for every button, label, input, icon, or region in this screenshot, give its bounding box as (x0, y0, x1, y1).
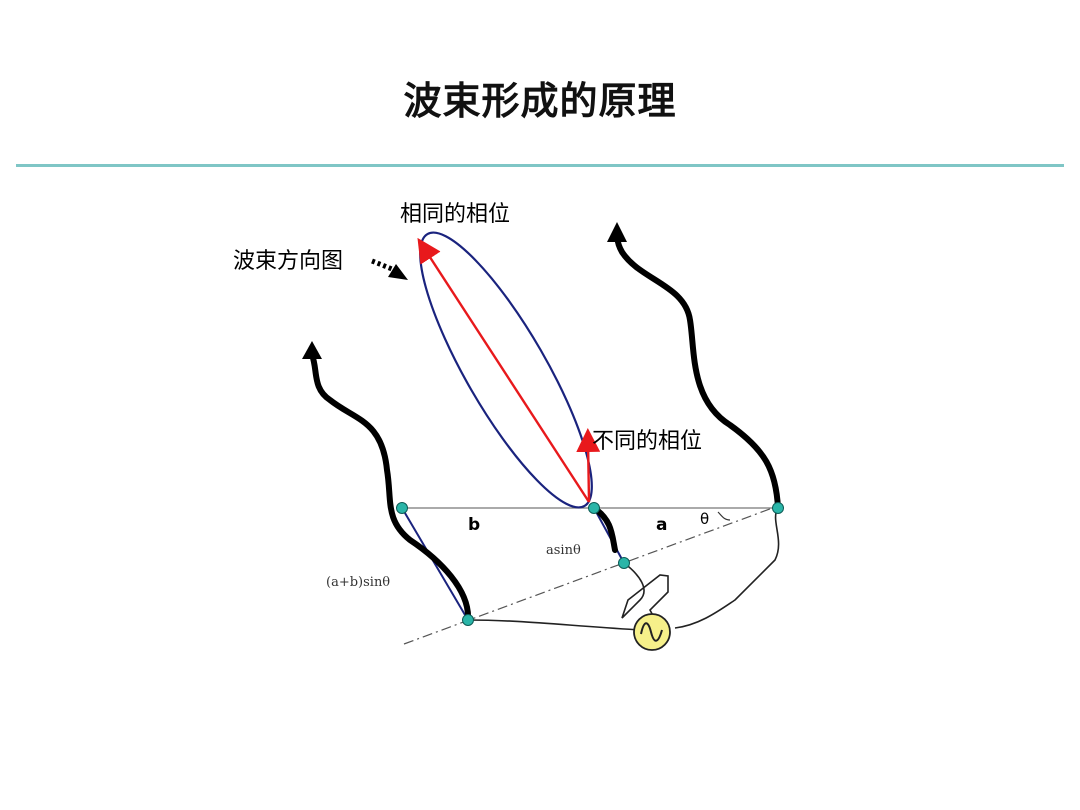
element-node-left-projected (462, 614, 474, 626)
projection-line-mid (593, 507, 625, 564)
beam-pattern-pointer (371, 258, 393, 272)
wave-arrow-right-icon (607, 222, 627, 242)
signal-source-icon (633, 613, 671, 651)
label-spacing-a: a (656, 515, 667, 535)
label-different-phase: 不同的相位 (592, 429, 702, 454)
theta-arc (717, 511, 731, 521)
element-node-mid (588, 502, 600, 514)
beam-pattern-pointer-head-icon (388, 264, 408, 280)
element-node-mid-projected (618, 557, 630, 569)
wave-arrow-left-icon (302, 341, 322, 359)
label-ab-sin-theta: (a+b)sinθ (326, 575, 390, 590)
same-phase-vector (417, 237, 591, 503)
label-theta: θ (700, 510, 709, 528)
projection-line-left (401, 507, 469, 621)
label-same-phase: 相同的相位 (400, 202, 510, 227)
page-title: 波束形成的原理 (403, 79, 677, 123)
label-asin-theta: asinθ (546, 543, 581, 558)
element-node-right (772, 502, 784, 514)
beam-pattern-lobe (419, 231, 593, 509)
wavefront-line (403, 505, 779, 645)
element-node-left (396, 502, 408, 514)
wave-trail-right (614, 233, 781, 511)
feed-wire (467, 507, 780, 631)
title-divider (16, 164, 1064, 167)
label-beam-pattern: 波束方向图 (233, 249, 343, 274)
wave-trail-left (309, 352, 472, 623)
label-spacing-b: b (468, 515, 480, 535)
different-phase-vector (576, 428, 601, 503)
